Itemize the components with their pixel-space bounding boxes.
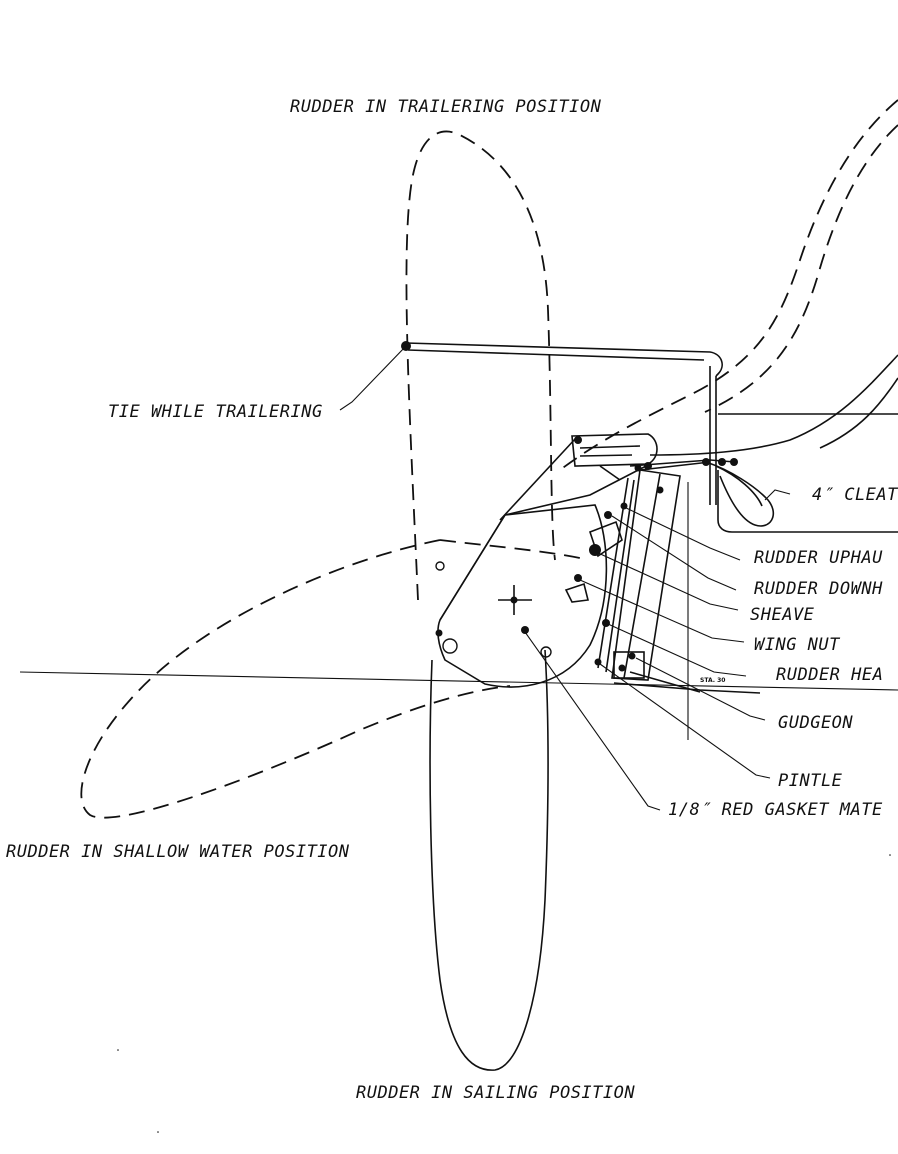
label-pintle: PINTLE xyxy=(778,771,843,791)
label-rudder-head: RUDDER HEA xyxy=(776,665,883,685)
rudder-shallow-outline xyxy=(80,539,511,819)
leader-lines xyxy=(339,345,791,811)
transom-bracket xyxy=(594,464,761,694)
waterline xyxy=(19,671,898,691)
label-trailering-position: RUDDER IN TRAILERING POSITION xyxy=(290,97,602,117)
label-gasket: 1/8″ RED GASKET MATE xyxy=(668,800,883,820)
label-gudgeon: GUDGEON xyxy=(778,713,853,733)
hull-outline xyxy=(559,99,898,533)
label-station: STA. 30 xyxy=(700,677,725,684)
rudder-trailering-outline xyxy=(405,130,556,601)
tiller-head-block xyxy=(571,433,736,481)
label-sailing-position: RUDDER IN SAILING POSITION xyxy=(356,1083,635,1103)
label-shallow-water-position: RUDDER IN SHALLOW WATER POSITION xyxy=(6,842,350,862)
label-tie-while-trailering: TIE WHILE TRAILERING xyxy=(108,402,323,422)
label-rudder-downhaul: RUDDER DOWNH xyxy=(754,579,883,599)
rudder-sailing-outline xyxy=(429,649,549,1071)
cleat xyxy=(702,458,774,527)
label-wing-nut: WING NUT xyxy=(754,635,841,655)
label-rudder-uphaul: RUDDER UPHAU xyxy=(754,548,883,568)
label-cleat: 4″ CLEAT xyxy=(812,485,898,505)
label-sheave: SHEAVE xyxy=(750,605,815,625)
